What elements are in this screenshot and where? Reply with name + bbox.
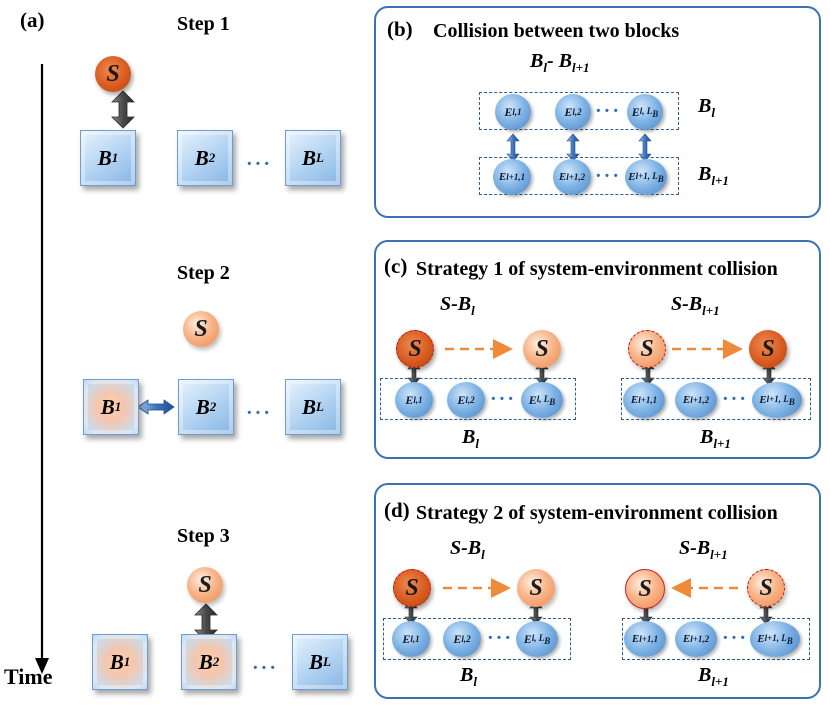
- step-2-label: Step 2: [177, 262, 230, 284]
- strategy-left-title: S-Bl: [440, 293, 475, 318]
- panel-c: [374, 240, 821, 459]
- ellipsis: ···: [722, 627, 749, 649]
- ellipsis: ···: [722, 388, 749, 410]
- panel-a-label: (a): [20, 8, 45, 32]
- ellipsis: ···: [595, 165, 622, 187]
- block-l1-dashed-box: [479, 157, 679, 195]
- row-block-label: Bl: [698, 95, 715, 120]
- time-axis-arrowhead-icon: [35, 658, 49, 674]
- block-l-dashed-box: [479, 92, 679, 130]
- block-l1-dashed-box: [622, 618, 810, 660]
- ellipsis: ···: [487, 627, 514, 649]
- horizontal-double-arrow-icon: [137, 399, 175, 415]
- ellipsis: ···: [246, 153, 273, 175]
- system-sphere: S: [747, 569, 785, 607]
- panel-b-label: (b): [387, 17, 413, 41]
- system-sphere: S: [749, 330, 787, 368]
- strategy-left-title: S-Bl: [450, 537, 485, 562]
- system-sphere: S: [396, 330, 434, 368]
- system-sphere: S: [187, 567, 223, 603]
- system-sphere: S: [628, 330, 666, 368]
- system-sphere: S: [183, 311, 219, 347]
- bottom-block-label: Bl+1: [698, 664, 729, 689]
- row-block-label: Bl+1: [698, 163, 729, 188]
- bottom-block-label: Bl+1: [700, 426, 731, 451]
- panel-b-title: Collision between two blocks: [433, 20, 680, 42]
- ellipsis: ···: [252, 657, 279, 679]
- block-l1-dashed-box: [621, 378, 811, 420]
- vertical-double-arrow-icon: [194, 603, 218, 642]
- step-1-label: Step 1: [177, 13, 230, 35]
- bottom-block-label: Bl: [462, 426, 479, 451]
- vertical-double-arrow-icon: [111, 90, 135, 129]
- panel-d: [374, 483, 821, 699]
- strategy-right-title: S-Bl+1: [671, 293, 720, 318]
- system-sphere: S: [523, 330, 561, 368]
- time-axis-label: Time: [4, 664, 53, 689]
- vertical-double-arrow-icon: [506, 133, 652, 162]
- panel-b: [374, 6, 821, 218]
- ellipsis: ···: [246, 402, 273, 424]
- panel-c-title: Strategy 1 of system-environment collisi…: [416, 258, 778, 280]
- panel-d-title: Strategy 2 of system-environment collisi…: [416, 502, 778, 524]
- system-sphere: S: [393, 569, 431, 607]
- system-sphere: S: [95, 56, 131, 92]
- block-l-dashed-box: [383, 618, 571, 660]
- ellipsis: ···: [595, 100, 622, 122]
- panel-d-label: (d): [384, 498, 410, 522]
- ellipsis: ···: [490, 388, 517, 410]
- panel-b-pair-label: Bl- Bl+1: [530, 50, 590, 75]
- system-sphere: S: [517, 569, 555, 607]
- system-sphere: S: [625, 569, 665, 609]
- step-3-label: Step 3: [177, 525, 230, 547]
- panel-c-label: (c): [384, 254, 408, 278]
- bottom-block-label: Bl: [460, 664, 477, 689]
- block-l-dashed-box: [380, 378, 576, 420]
- strategy-right-title: S-Bl+1: [679, 537, 728, 562]
